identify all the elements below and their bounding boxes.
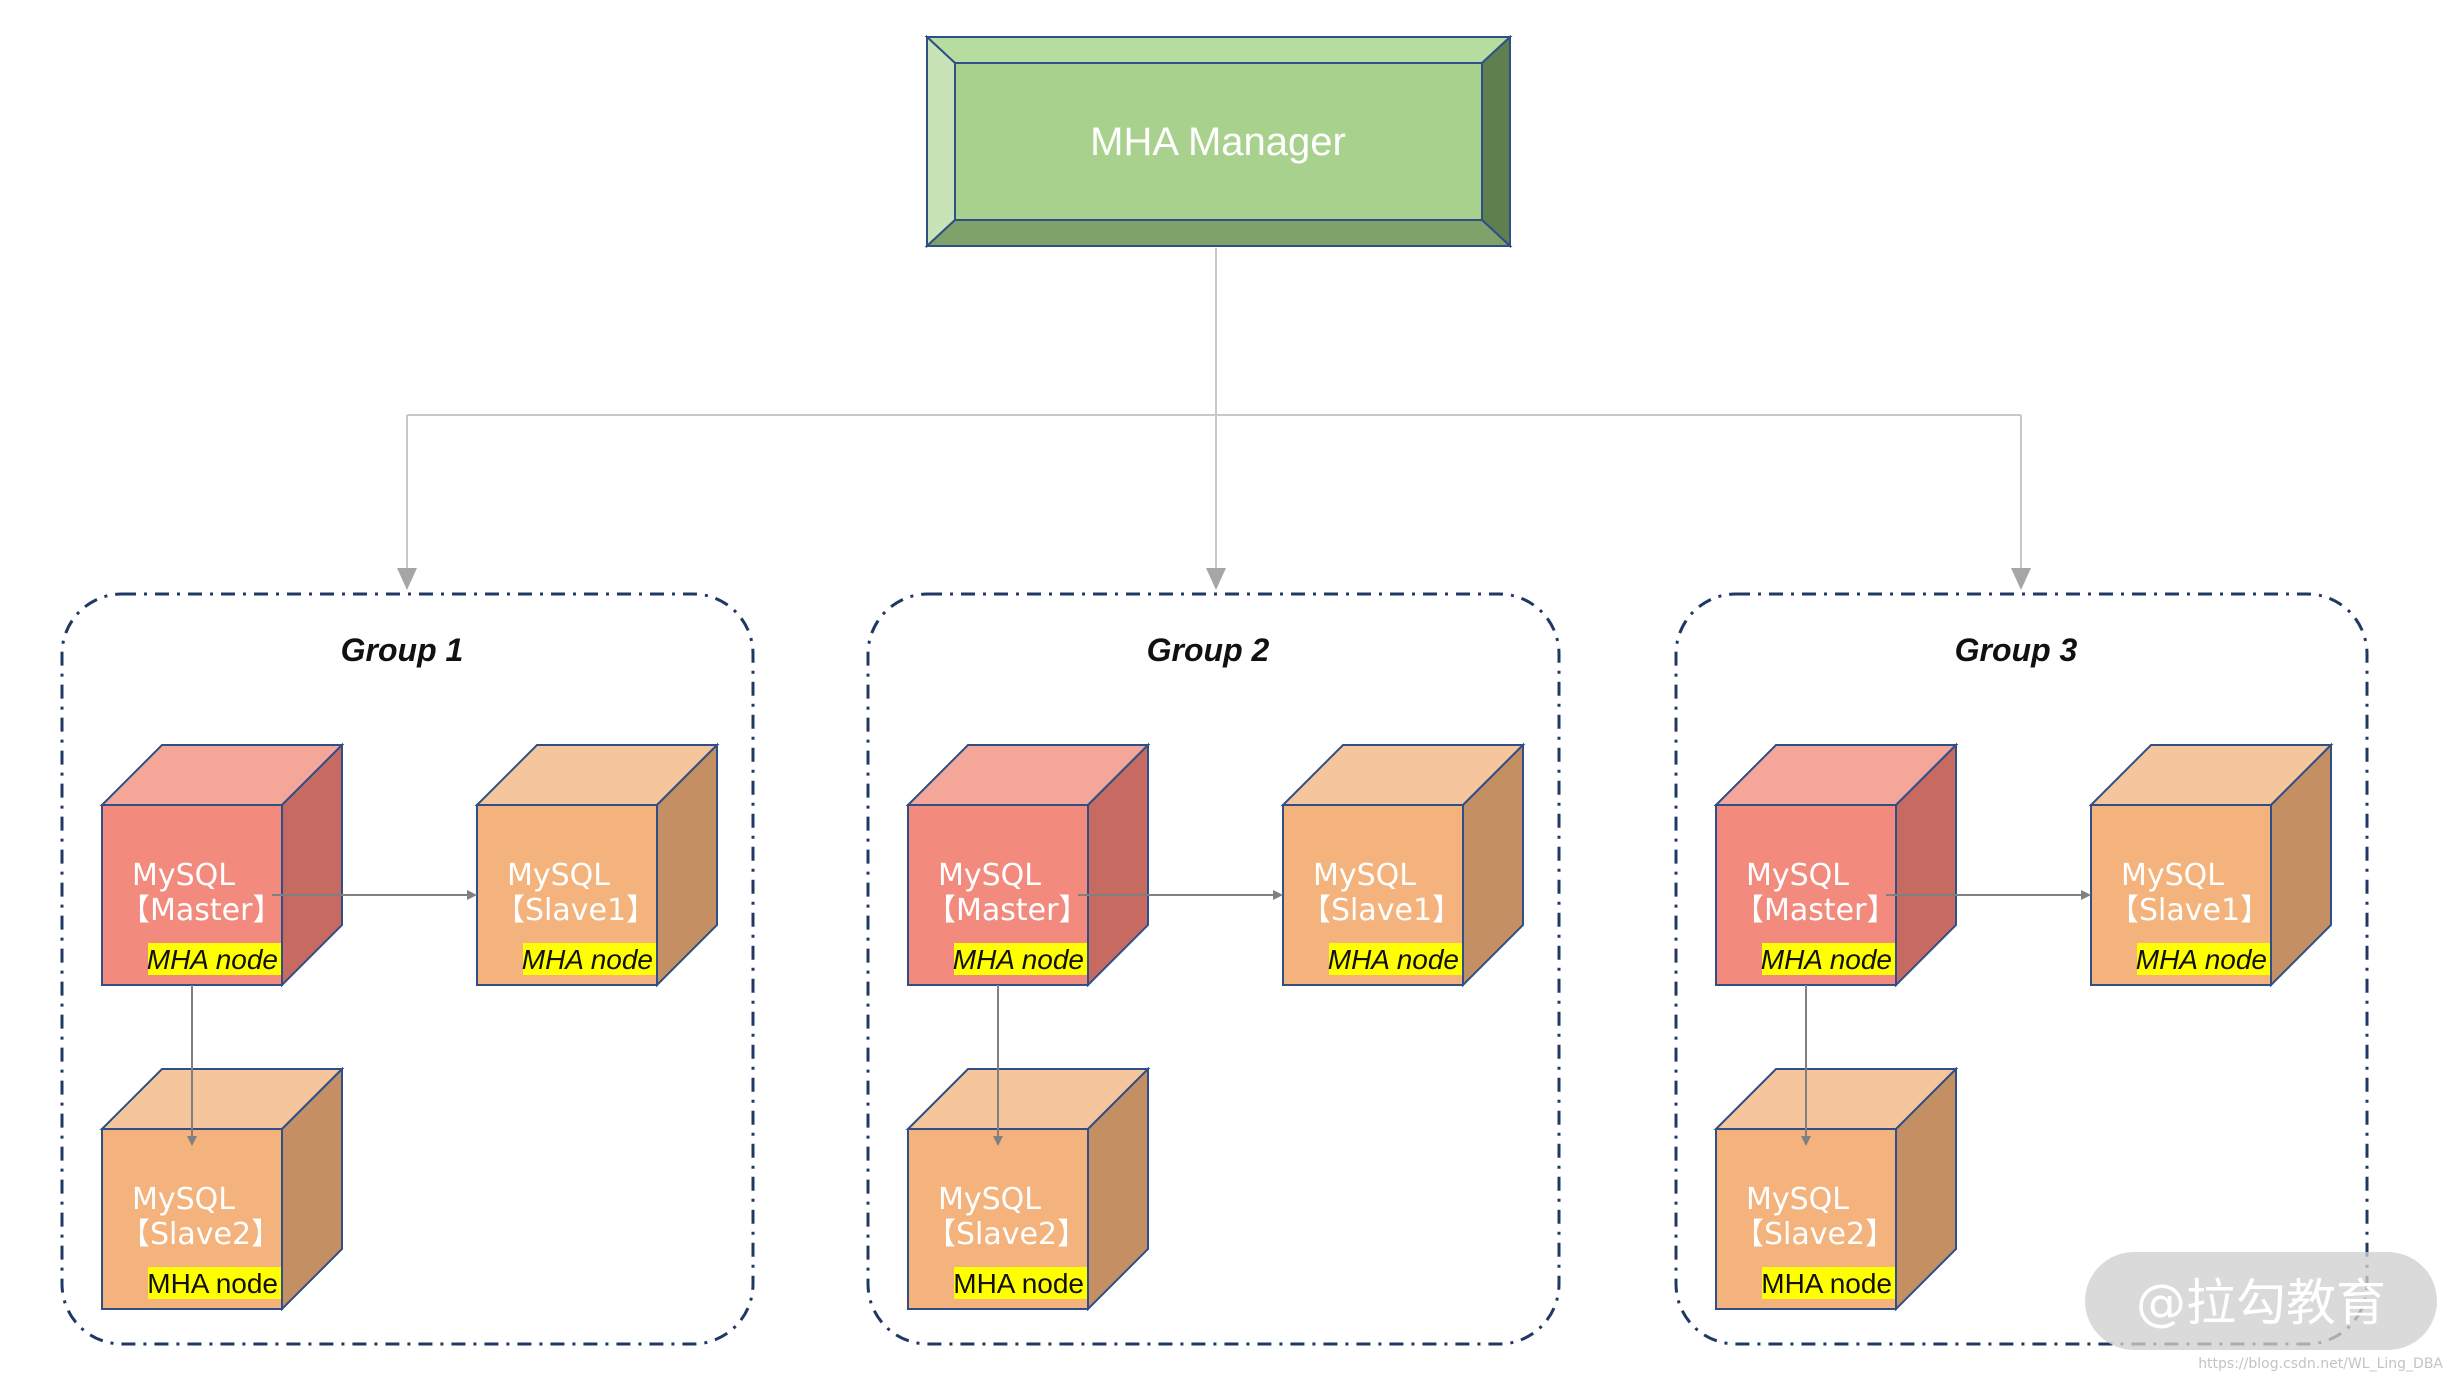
group-3-slave2-cube-node-label: MHA node (1761, 1268, 1892, 1299)
group-1-border (60, 592, 755, 1346)
group-1-title: Group 1 (341, 632, 464, 668)
group-3-slave1-cube-name: MySQL (2121, 858, 2224, 893)
arrowhead-group-1 (397, 568, 417, 590)
group-2-slave2-cube-name: MySQL (938, 1182, 1041, 1217)
arrowhead-group-3 (2011, 568, 2031, 590)
group-3-slave2-cube-name: MySQL (1746, 1182, 1849, 1217)
group-2-master-cube-role: 【Master】 (926, 893, 1088, 928)
group-3-title: Group 3 (1955, 632, 2078, 668)
group-2-slave1-cube[interactable]: MySQL【Slave1】 MHA node (1280, 742, 1526, 988)
group-3-slave1-cube[interactable]: MySQL【Slave1】 MHA node (2088, 742, 2334, 988)
group-2-slave1-cube-node-label: MHA node (1328, 944, 1459, 975)
group-1-master-cube-name: MySQL (132, 858, 235, 893)
group-1-slave2-cube-role: 【Slave2】 (120, 1217, 281, 1252)
manager-bevel-top (924, 36, 1513, 64)
manager-bevel-left (926, 34, 956, 249)
group-1-slave1-cube[interactable]: MySQL【Slave1】 MHA node (474, 742, 720, 988)
group-2-slave2-cube-node-label: MHA node (953, 1268, 1084, 1299)
watermark-url: https://blog.csdn.net/WL_Ling_DBA (2198, 1356, 2443, 1372)
group-3-slave2-cube[interactable]: MySQL【Slave2】 MHA node (1713, 1066, 1959, 1312)
group-1-master-cube[interactable]: MySQL【Master】 MHA node (99, 742, 345, 988)
group-3-slave2-cube-role: 【Slave2】 (1734, 1217, 1895, 1252)
group-1-slave1-cube-node-label: MHA node (522, 944, 653, 975)
group-2-title: Group 2 (1147, 632, 1270, 668)
group-2-slave2-cube-node-highlight (954, 1267, 1087, 1299)
manager-label: MHA Manager (1090, 120, 1346, 164)
watermark-pill (2085, 1252, 2437, 1350)
manager-bevel-bottom (924, 219, 1513, 247)
manager-connectors (397, 248, 2031, 590)
arrowhead-group-2 (1206, 568, 1226, 590)
group-2-master-cube-node-label: MHA node (953, 944, 1084, 975)
group-3-border (1674, 592, 2369, 1346)
group-3-master-cube-role: 【Master】 (1734, 893, 1896, 928)
group-1-slave1-cube-node-highlight (523, 943, 656, 975)
group-2-slave2-cube-role: 【Slave2】 (926, 1217, 1087, 1252)
group-2-slave1-cube-role: 【Slave1】 (1301, 893, 1462, 928)
manager-bevel-right (1481, 34, 1511, 249)
watermark: @拉勾教育 https://blog.csdn.net/WL_Ling_DBA (2085, 1252, 2443, 1372)
mha-manager-box[interactable]: MHA Manager (924, 34, 1513, 249)
group-3-master-cube-name: MySQL (1746, 858, 1849, 893)
group-1-master-cube-node-label: MHA node (147, 944, 278, 975)
group-2-slave2-cube[interactable]: MySQL【Slave2】 MHA node (905, 1066, 1151, 1312)
group-1-slave2-cube-name: MySQL (132, 1182, 235, 1217)
group-1-slave2-cube[interactable]: MySQL【Slave2】 MHA node (99, 1066, 345, 1312)
group-2-master-cube-name: MySQL (938, 858, 1041, 893)
group-2-slave1-cube-node-highlight (1329, 943, 1462, 975)
group-3-slave1-cube-node-label: MHA node (2136, 944, 2267, 975)
group-3-master-cube[interactable]: MySQL【Master】 MHA node (1713, 742, 1959, 988)
group-1-master-cube-node-highlight (148, 943, 281, 975)
group-1-slave2-cube-node-label: MHA node (147, 1268, 278, 1299)
group-2-master-cube-node-highlight (954, 943, 1087, 975)
group-1-slave2-cube-node-highlight (148, 1267, 281, 1299)
watermark-label: @拉勾教育 (2136, 1274, 2386, 1332)
group-2-slave1-cube-name: MySQL (1313, 858, 1416, 893)
group-1-master-cube-role: 【Master】 (120, 893, 282, 928)
group-1-slave1-cube-role: 【Slave1】 (495, 893, 656, 928)
group-3-slave1-cube-role: 【Slave1】 (2109, 893, 2270, 928)
manager-face (954, 62, 1483, 221)
group-2-master-cube[interactable]: MySQL【Master】 MHA node (905, 742, 1151, 988)
group-3-master-cube-node-highlight (1762, 943, 1895, 975)
group-3-slave2-cube-node-highlight (1762, 1267, 1895, 1299)
group-2-border (866, 592, 1561, 1346)
group-3-master-cube-node-label: MHA node (1761, 944, 1892, 975)
group-1-slave1-cube-name: MySQL (507, 858, 610, 893)
group-3-slave1-cube-node-highlight (2137, 943, 2270, 975)
